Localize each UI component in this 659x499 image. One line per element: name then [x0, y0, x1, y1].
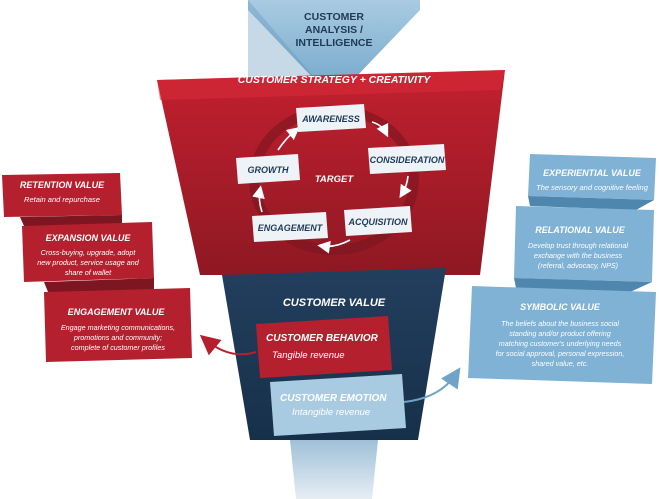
cycle-arrow-2	[399, 175, 412, 199]
customer-behavior-box: CUSTOMER BEHAVIOR Tangible revenue	[256, 316, 392, 378]
expansion-value-line-2: new product, service usage and	[37, 258, 139, 267]
stage-consideration-label: CONSIDERATION	[370, 155, 445, 165]
engagement-value-line-1: Engage marketing communications,	[61, 323, 175, 332]
symbolic-value-card: SYMBOLIC VALUE The beliefs about the bus…	[468, 286, 656, 384]
customer-value-title: CUSTOMER VALUE	[283, 297, 386, 309]
experiential-value-title: EXPERIENTIAL VALUE	[543, 168, 642, 178]
retention-value-card: RETENTION VALUE Retain and repurchase	[2, 173, 122, 226]
expansion-value-title: EXPANSION VALUE	[46, 233, 132, 243]
symbolic-value-title: SYMBOLIC VALUE	[520, 302, 601, 312]
symbolic-value-line-4: for social approval, personal expression…	[496, 349, 625, 358]
expansion-value-line-3: share of wallet	[65, 268, 112, 277]
retention-value-title: RETENTION VALUE	[20, 180, 105, 190]
target-label: TARGET	[315, 174, 355, 185]
stage-acquisition: ACQUISITION	[344, 206, 412, 236]
symbolic-value-line-1: The beliefs about the business social	[501, 319, 619, 328]
cycle-arrow-3	[317, 239, 351, 254]
relational-value-line-2: exchange with the business	[534, 251, 623, 260]
experiential-value-line-1: The sensory and cognitive feeling	[536, 183, 649, 192]
stage-awareness: AWARENESS	[296, 104, 366, 132]
stage-awareness-label: AWARENESS	[301, 114, 360, 124]
stage-engagement: ENGAGEMENT	[252, 212, 328, 242]
relational-value-line-3: (referral, advocacy, NPS)	[538, 261, 618, 270]
symbolic-value-line-5: shared value, etc.	[532, 359, 589, 368]
relational-value-line-1: Develop trust through relational	[528, 241, 628, 250]
stage-engagement-label: ENGAGEMENT	[258, 223, 324, 233]
symbolic-value-line-3: matching customer's underlying needs	[499, 339, 622, 348]
engagement-value-title: ENGAGEMENT VALUE	[68, 307, 166, 317]
strategy-title: CUSTOMER STRATEGY + CREATIVITY	[238, 74, 432, 86]
cycle-arrow-1	[371, 121, 389, 138]
customer-behavior-title: CUSTOMER BEHAVIOR	[266, 333, 379, 344]
symbolic-value-line-2: standing and/or product offering	[509, 329, 611, 338]
bottom-stem	[290, 440, 378, 499]
engagement-value-card: ENGAGEMENT VALUE Engage marketing commun…	[44, 288, 192, 362]
customer-emotion-box: CUSTOMER EMOTION Intangible revenue	[270, 374, 406, 436]
expansion-value-card: EXPANSION VALUE Cross-buying, upgrade, a…	[22, 222, 154, 292]
stage-acquisition-label: ACQUISITION	[347, 217, 408, 227]
stage-growth-label: GROWTH	[248, 165, 289, 175]
relational-value-title: RELATIONAL VALUE	[535, 225, 625, 235]
top-label-line-2: ANALYSIS /	[305, 24, 363, 36]
retention-value-line-1: Retain and repurchase	[24, 195, 100, 204]
strategy-funnel: CUSTOMER STRATEGY + CREATIVITY TARGET	[157, 70, 505, 275]
stage-growth: GROWTH	[236, 154, 300, 184]
top-funnel: CUSTOMER ANALYSIS / INTELLIGENCE	[248, 0, 420, 100]
stage-consideration: CONSIDERATION	[368, 144, 446, 174]
customer-behavior-subtitle: Tangible revenue	[272, 350, 345, 361]
experiential-value-card: EXPERIENTIAL VALUE The sensory and cogni…	[528, 154, 656, 210]
arrow-to-left-values	[199, 334, 257, 356]
customer-emotion-title: CUSTOMER EMOTION	[280, 393, 387, 404]
top-label-line-3: INTELLIGENCE	[295, 37, 372, 49]
customer-emotion-subtitle: Intangible revenue	[292, 407, 370, 418]
engagement-value-line-3: complete of customer profiles	[71, 343, 165, 352]
expansion-value-line-1: Cross-buying, upgrade, adopt	[41, 248, 137, 257]
cycle-arrow-4	[252, 185, 265, 213]
arrow-to-right-values	[403, 367, 461, 403]
top-label-line-1: CUSTOMER	[304, 11, 364, 23]
relational-value-card: RELATIONAL VALUE Develop trust through r…	[514, 206, 654, 292]
engagement-value-line-2: promotions and community;	[73, 333, 162, 342]
cycle-arrow-5	[277, 127, 300, 151]
